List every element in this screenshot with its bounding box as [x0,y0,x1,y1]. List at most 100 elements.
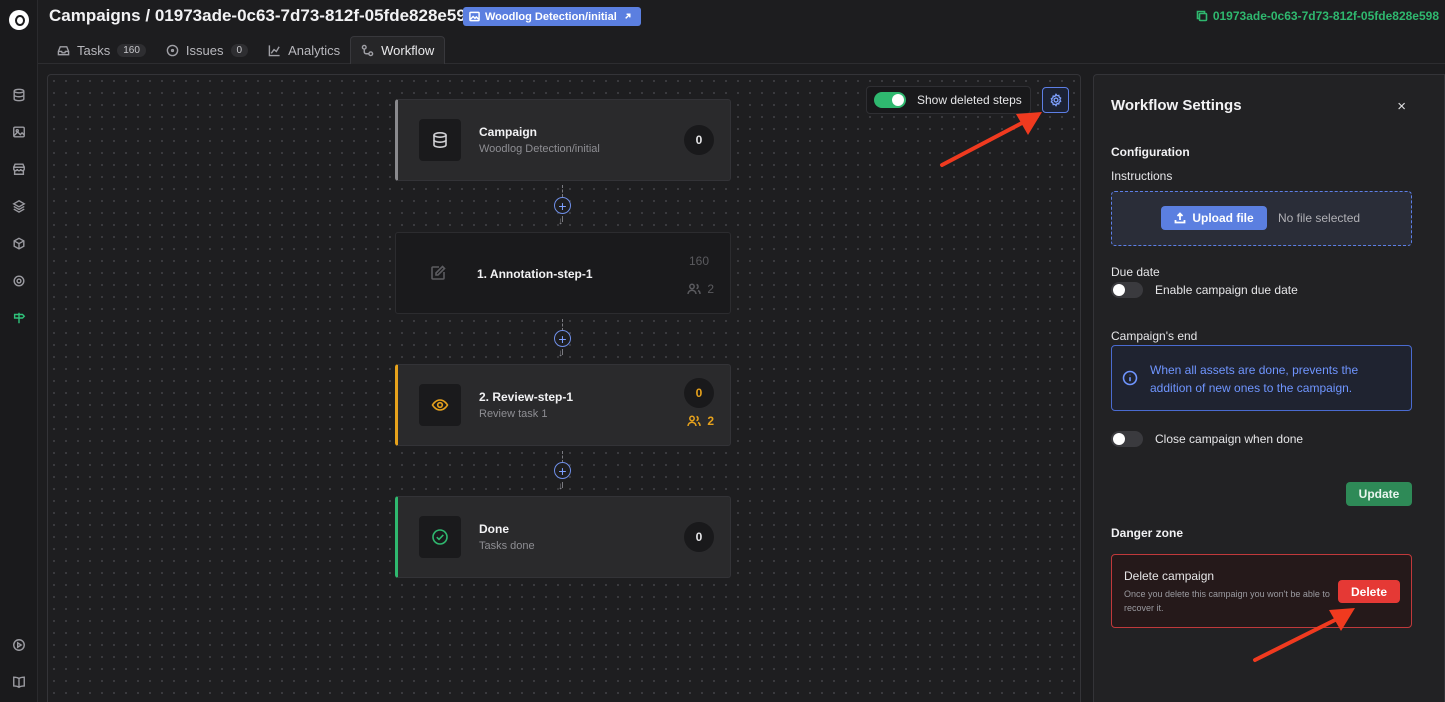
edit-icon [431,265,446,280]
workflow-canvas[interactable]: Show deleted steps Campaign Woodlog Dete… [47,74,1081,702]
settings-icon[interactable] [11,273,27,289]
node-title: 2. Review-step-1 [479,390,574,404]
arrow-down-icon: ↓ [558,348,563,359]
node-assignees-count: 2 [707,414,714,428]
node-count-badge: 160 [688,254,710,268]
breadcrumb-campaigns[interactable]: Campaigns [49,6,141,25]
store-icon[interactable] [11,161,27,177]
campaign-id-title: 01973ade-0c63-7d73-812f-05fde828e598 [154,6,476,25]
workflow-node-annotation[interactable]: 1. Annotation-step-1 160 2 [395,232,731,314]
node-count-badge: 0 [684,125,714,155]
workflow-settings-panel: Workflow Settings × Configuration Instru… [1093,74,1445,702]
connector [562,183,564,228]
external-link-icon [624,13,631,19]
campaign-end-info: When all assets are done, prevents the a… [1111,345,1412,411]
node-title: Campaign [479,125,538,139]
image-icon [469,11,480,22]
node-assignees-count: 2 [707,282,714,296]
node-title: 1. Annotation-step-1 [477,267,593,281]
close-icon[interactable]: × [1397,98,1406,115]
inbox-icon [57,45,70,55]
eye-icon [431,399,449,411]
app-logo[interactable] [9,10,29,30]
info-icon [1122,370,1138,386]
connector [562,315,564,360]
node-assignees: 2 [687,414,714,428]
show-deleted-label: Show deleted steps [917,93,1022,107]
add-step-button[interactable]: + [554,197,571,214]
instructions-upload-dropzone[interactable]: Upload file No file selected [1111,191,1412,246]
page-header: Campaigns / 01973ade-0c63-7d73-812f-05fd… [38,0,1445,64]
campaign-end-label: Campaign's end [1111,329,1198,343]
upload-icon [1174,212,1186,224]
close-when-done-row: Close campaign when done [1111,431,1303,447]
tab-workflow[interactable]: Workflow [350,36,446,64]
delete-campaign-title: Delete campaign [1124,569,1215,583]
node-subtitle: Tasks done [479,540,535,552]
node-count-badge: 0 [684,522,714,552]
danger-zone-box: Delete campaign Once you delete this cam… [1111,554,1412,628]
node-icon-box [419,384,461,426]
add-step-button[interactable]: + [554,330,571,347]
copy-id-label: 01973ade-0c63-7d73-812f-05fde828e598 [1212,9,1439,23]
node-subtitle: Review task 1 [479,408,548,420]
copy-icon [1196,10,1208,22]
book-icon[interactable] [11,674,27,690]
tab-tasks[interactable]: Tasks 160 [47,36,156,64]
due-date-toggle-label: Enable campaign due date [1155,283,1298,297]
arrow-down-icon: ↓ [558,481,563,492]
delete-campaign-description: Once you delete this campaign you won't … [1124,589,1330,613]
update-button[interactable]: Update [1346,482,1412,506]
upload-file-button[interactable]: Upload file [1161,206,1267,230]
image-icon[interactable] [11,124,27,140]
upload-file-label: Upload file [1192,211,1254,225]
copy-id-button[interactable]: 01973ade-0c63-7d73-812f-05fde828e598 [1196,9,1439,23]
node-icon-box [417,252,459,294]
database-icon[interactable] [11,87,27,103]
node-icon-box [419,119,461,161]
tab-analytics-label: Analytics [288,42,341,58]
panel-title: Workflow Settings [1111,97,1242,114]
chart-line-icon [268,44,280,56]
campaign-end-info-text: When all assets are done, prevents the a… [1150,363,1359,395]
tab-analytics[interactable]: Analytics [258,36,350,64]
danger-zone-heading: Danger zone [1111,526,1184,540]
database-icon [433,131,447,149]
workflow-node-done[interactable]: Done Tasks done 0 [395,496,731,578]
workflow-icon [361,44,374,57]
campaign-signpost-icon[interactable] [11,310,27,326]
show-deleted-steps-control[interactable]: Show deleted steps [866,86,1031,114]
show-deleted-toggle[interactable] [874,92,906,108]
connector [562,448,564,493]
tasks-count-badge: 160 [117,43,146,57]
due-date-toggle[interactable] [1111,282,1143,298]
check-circle-icon [432,529,448,545]
workflow-node-review[interactable]: 2. Review-step-1 Review task 1 0 2 [395,364,731,446]
tab-issues-label: Issues [185,42,224,58]
node-title: Done [479,522,509,536]
play-circle-icon[interactable] [11,637,27,653]
dataset-badge[interactable]: Woodlog Detection/initial [463,7,641,26]
add-step-button[interactable]: + [554,462,571,479]
node-icon-box [419,516,461,558]
close-when-done-toggle[interactable] [1111,431,1143,447]
gear-icon [1050,93,1061,107]
node-assignees: 2 [687,282,714,296]
tab-issues[interactable]: Issues 0 [156,36,258,64]
node-count-badge: 0 [684,378,714,408]
tab-tasks-label: Tasks [77,42,111,58]
layers-icon[interactable] [11,198,27,214]
close-when-done-label: Close campaign when done [1155,432,1304,446]
box-settings-icon[interactable] [11,236,27,252]
no-file-text: No file selected [1278,211,1361,225]
workflow-node-campaign[interactable]: Campaign Woodlog Detection/initial 0 [395,99,731,181]
due-date-toggle-row: Enable campaign due date [1111,282,1298,298]
delete-campaign-button[interactable]: Delete [1338,580,1400,603]
users-icon [687,415,702,427]
due-date-label: Due date [1111,265,1160,279]
page-title: Campaigns / 01973ade-0c63-7d73-812f-05fd… [49,6,475,26]
sidebar [0,0,38,702]
users-icon [687,283,702,295]
workflow-settings-button[interactable] [1042,87,1069,113]
